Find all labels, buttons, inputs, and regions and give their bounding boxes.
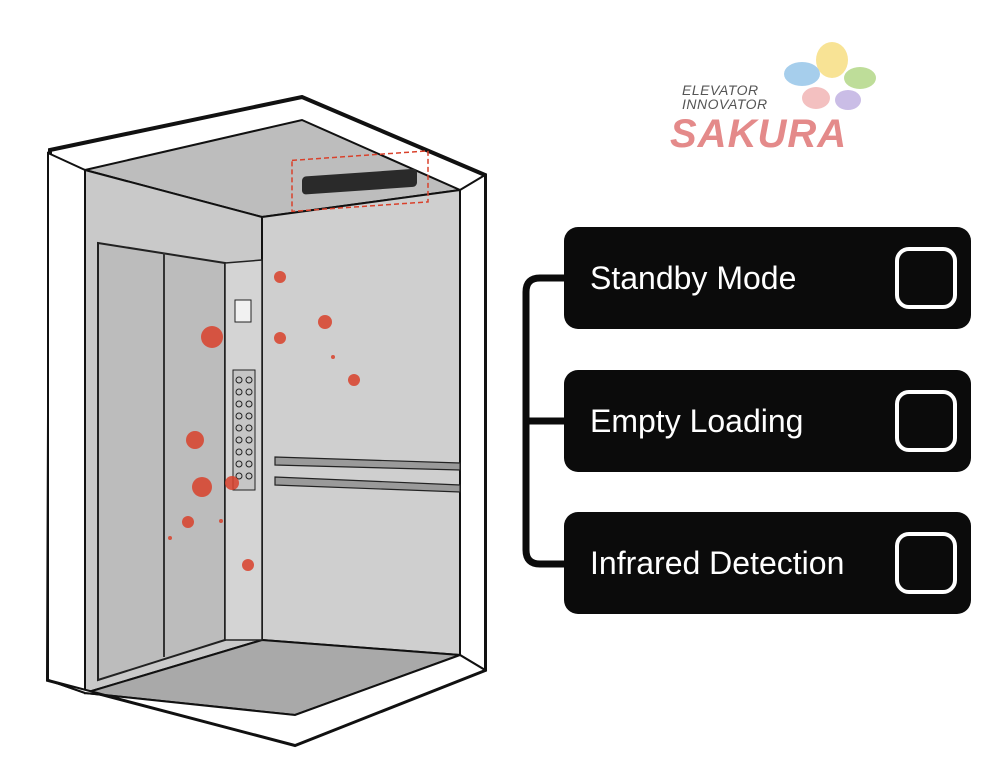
mode-card-infrared-detection[interactable]: Infrared Detection (564, 512, 971, 614)
elevator-cabin-icon (45, 95, 488, 748)
mode-label: Infrared Detection (590, 544, 845, 581)
logo-subtitle-line1: ELEVATOR (682, 82, 759, 98)
mode-checkbox[interactable] (895, 532, 957, 594)
mode-card-standby[interactable]: Standby Mode (564, 227, 971, 329)
mode-checkbox[interactable] (895, 247, 957, 309)
virus-icon (168, 271, 360, 571)
mode-label: Standby Mode (590, 259, 797, 296)
bracket-connector (522, 274, 564, 568)
mode-card-empty-loading[interactable]: Empty Loading (564, 370, 971, 472)
mode-label: Empty Loading (590, 402, 804, 439)
brand-logo: ELEVATOR INNOVATOR SAKURA (660, 38, 880, 158)
petal-flower-icon (784, 42, 876, 110)
uv-sterilizer-icon (302, 168, 417, 195)
mode-list: Standby Mode Empty Loading Infrared Dete… (520, 225, 980, 620)
mode-checkbox[interactable] (895, 390, 957, 452)
logo-subtitle-line2: INNOVATOR (682, 96, 768, 112)
logo-brand-name: SAKURA (670, 112, 848, 156)
